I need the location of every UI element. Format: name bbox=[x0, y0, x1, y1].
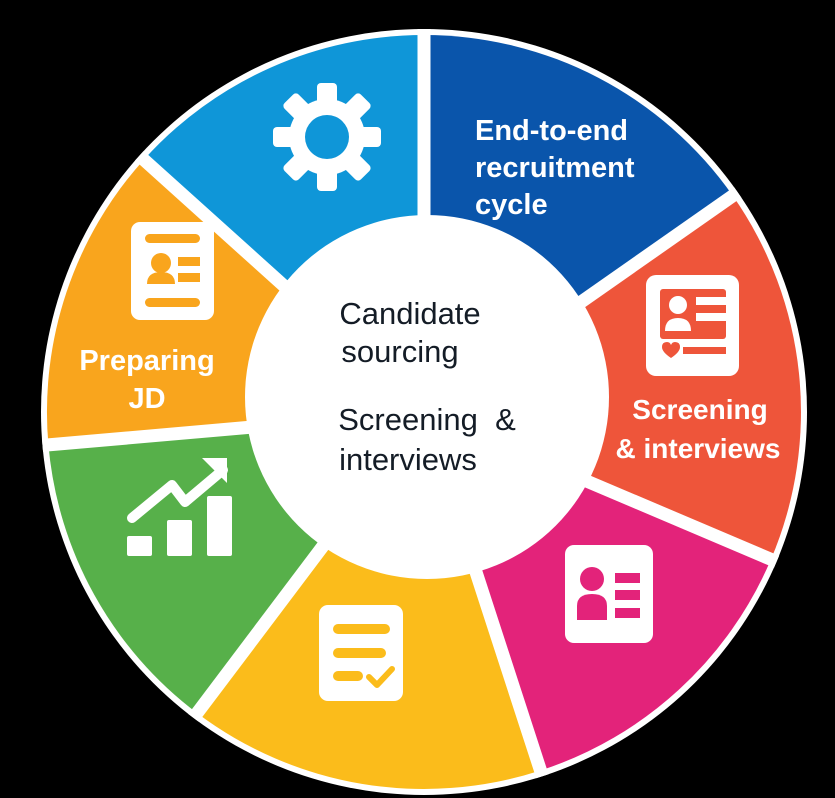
growth-chart-icon bbox=[127, 458, 232, 556]
segment-label-line-1: Screening bbox=[632, 394, 767, 425]
segment-label-line-2: recruitment bbox=[475, 152, 635, 184]
center-hub bbox=[245, 215, 609, 579]
job-description-icon bbox=[131, 222, 214, 320]
segment-label-line-3: cycle bbox=[475, 189, 548, 221]
segment-screening-interviews[interactable]: Screening & interviews bbox=[616, 275, 781, 464]
segment-label-line-2: JD bbox=[128, 383, 165, 415]
segment-label-line-1: End-to-end bbox=[475, 115, 628, 147]
center-text-line-3: Screening & bbox=[338, 402, 516, 437]
segment-checklist[interactable] bbox=[319, 605, 403, 701]
center-text-line-2: sourcing bbox=[341, 334, 458, 369]
segment-label-line-2: & interviews bbox=[616, 433, 781, 464]
segment-end-to-end[interactable]: End-to-end recruitment cycle bbox=[475, 115, 635, 221]
center-text: Candidate sourcing Screening & interview… bbox=[338, 296, 516, 477]
wedge-checklist[interactable] bbox=[197, 412, 541, 789]
segment-preparing-jd[interactable]: Preparing JD bbox=[79, 222, 215, 415]
resume-heart-icon bbox=[646, 275, 739, 376]
center-text-line-1: Candidate bbox=[339, 296, 480, 331]
segment-growth[interactable] bbox=[127, 458, 232, 556]
gear-icon bbox=[273, 83, 381, 191]
id-card-icon bbox=[565, 545, 653, 643]
segment-settings[interactable] bbox=[273, 83, 381, 191]
segment-candidate-profile[interactable] bbox=[565, 545, 653, 643]
center-text-line-4: interviews bbox=[339, 442, 477, 477]
checklist-document-icon bbox=[319, 605, 403, 701]
segment-label-line-1: Preparing bbox=[79, 345, 214, 377]
